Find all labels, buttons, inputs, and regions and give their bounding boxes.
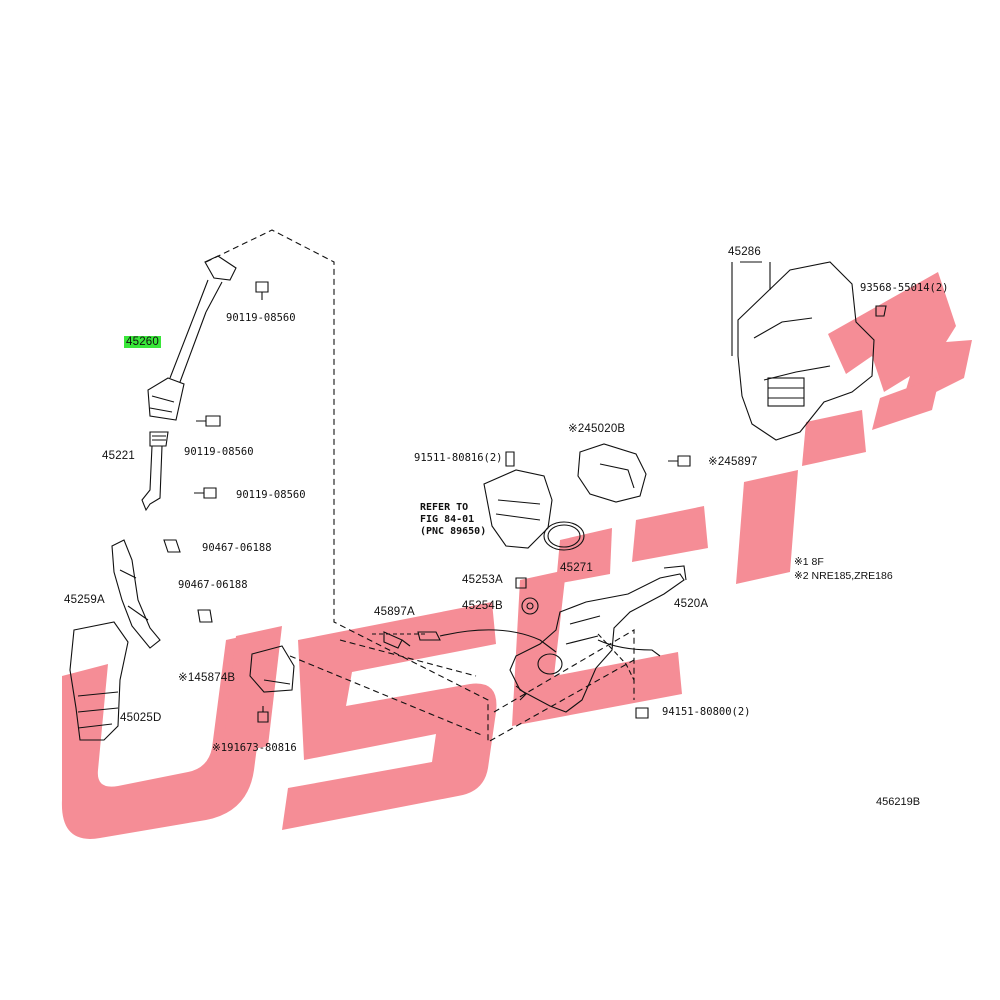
refer-line-3: (PNC 89650) bbox=[420, 526, 487, 537]
watermark-logo bbox=[61, 272, 972, 839]
part-label-90119-a[interactable]: 90119-08560 bbox=[226, 312, 296, 324]
part-label-45286[interactable]: 45286 bbox=[728, 246, 761, 258]
refer-line-1: REFER TO bbox=[420, 502, 469, 513]
part-label-45897[interactable]: ※245897 bbox=[708, 456, 758, 468]
part-label-45221[interactable]: 45221 bbox=[102, 450, 135, 462]
part-label-90467-a[interactable]: 90467-06188 bbox=[202, 542, 272, 554]
part-label-145874b[interactable]: ※145874B bbox=[178, 672, 236, 684]
part-label-45254b[interactable]: 45254B bbox=[462, 600, 503, 612]
footnote-2: ※2 NRE185,ZRE186 bbox=[794, 570, 893, 582]
part-label-45020b[interactable]: ※245020B bbox=[568, 423, 626, 435]
part-drawings bbox=[69, 229, 887, 743]
part-label-45271[interactable]: 45271 bbox=[560, 562, 593, 574]
footnote-1: ※1 8F bbox=[794, 556, 824, 568]
part-label-90119-b[interactable]: 90119-08560 bbox=[184, 446, 254, 458]
part-label-4520a[interactable]: 4520A bbox=[674, 598, 709, 610]
part-label-91673[interactable]: ※191673-80816 bbox=[212, 742, 297, 754]
part-label-93568[interactable]: 93568-55014(2) bbox=[860, 282, 949, 294]
part-label-94151[interactable]: 94151-80800(2) bbox=[662, 706, 751, 718]
diagram-id: 456219B bbox=[876, 796, 921, 808]
part-label-45259a[interactable]: 45259A bbox=[64, 594, 105, 606]
part-label-90467-b[interactable]: 90467-06188 bbox=[178, 579, 248, 591]
refer-line-2: FIG 84-01 bbox=[420, 514, 475, 525]
part-label-91511[interactable]: 91511-80816(2) bbox=[414, 452, 503, 464]
part-label-45253a[interactable]: 45253A bbox=[462, 574, 503, 586]
part-label-90119-c[interactable]: 90119-08560 bbox=[236, 489, 306, 501]
part-number-text: 45260 bbox=[124, 336, 161, 348]
part-label-45025d[interactable]: 45025D bbox=[120, 712, 162, 724]
part-label-45260[interactable]: 45260 bbox=[124, 336, 161, 348]
part-label-45897a[interactable]: 45897A bbox=[374, 606, 415, 618]
refer-note: REFER TO FIG 84-01 (PNC 89650) bbox=[420, 502, 486, 538]
